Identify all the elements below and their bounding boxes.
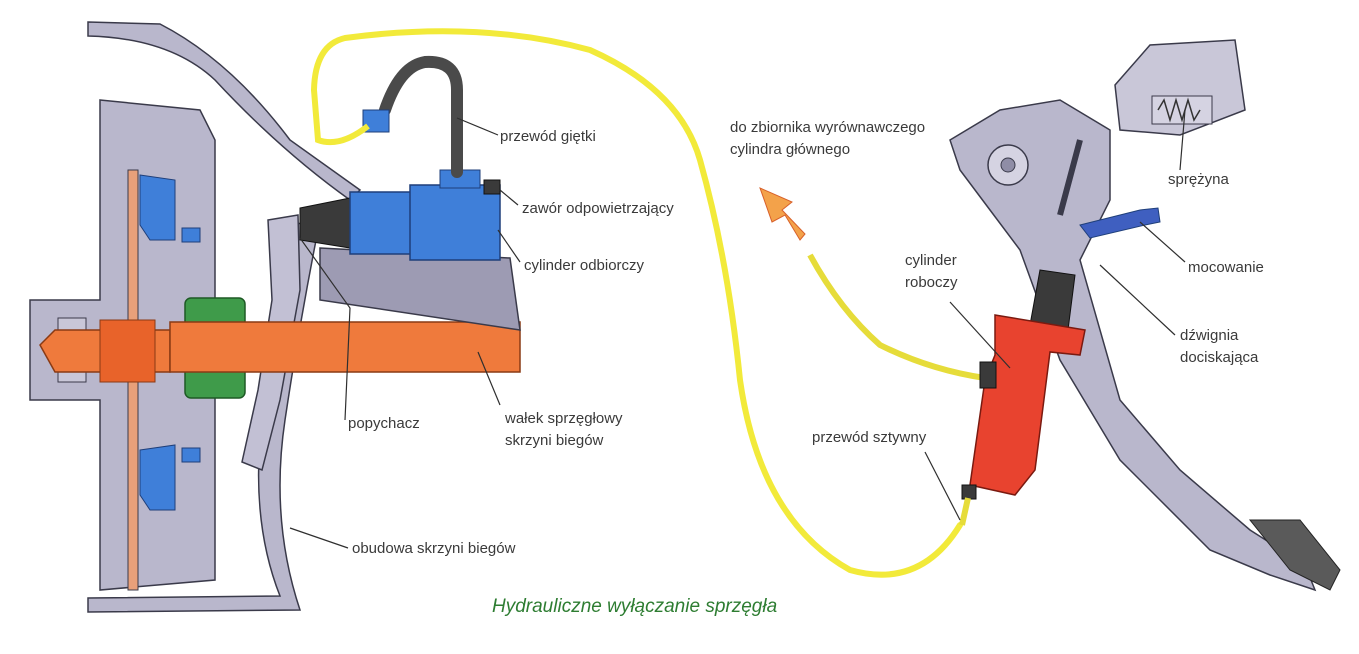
- mounting-bracket: [1079, 207, 1161, 239]
- label-zbiornik-line1: do zbiornika wyrównawczego: [730, 119, 925, 136]
- clutch-pedal: [949, 39, 1341, 592]
- label-zbiornik-line2: cylindra głównego: [730, 141, 850, 158]
- label-zawor-odpowietrzajacy: zawór odpowietrzający: [522, 200, 674, 217]
- label-sprezyna: sprężyna: [1168, 171, 1230, 188]
- hydraulic-line-end: [311, 89, 370, 146]
- reservoir-line: [807, 253, 986, 381]
- master-cylinder: [961, 269, 1086, 500]
- spring: [1151, 95, 1213, 125]
- label-obudowa: obudowa skrzyni biegów: [352, 540, 516, 557]
- input-shaft: [39, 319, 521, 383]
- label-dzwignia-line2: dociskająca: [1180, 349, 1259, 366]
- reservoir-arrow: [759, 187, 806, 241]
- diagram-caption: Hydrauliczne wyłączanie sprzęgła: [492, 596, 777, 617]
- rigid-line: [959, 497, 971, 526]
- label-dzwignia-line1: dźwignia: [1180, 327, 1239, 344]
- bleed-valve: [483, 179, 501, 195]
- label-cylinder-roboczy-line1: cylinder: [905, 252, 957, 269]
- slave-cylinder: [299, 169, 501, 261]
- label-cylinder-odbiorczy: cylinder odbiorczy: [524, 257, 645, 274]
- hydraulic-line: [311, 28, 963, 578]
- label-przewod-sztywny: przewód sztywny: [812, 429, 927, 446]
- pushrod: [1057, 139, 1083, 216]
- leader-lines: [289, 109, 1186, 549]
- label-popychacz: popychacz: [348, 415, 420, 432]
- label-przewod-gietki: przewód giętki: [500, 128, 596, 145]
- label-cylinder-roboczy-line2: roboczy: [905, 274, 958, 291]
- flexible-hose: [379, 55, 463, 178]
- label-walek-line1: wałek sprzęgłowy: [504, 410, 623, 427]
- label-mocowanie: mocowanie: [1188, 259, 1264, 276]
- label-walek-line2: skrzyni biegów: [505, 432, 604, 449]
